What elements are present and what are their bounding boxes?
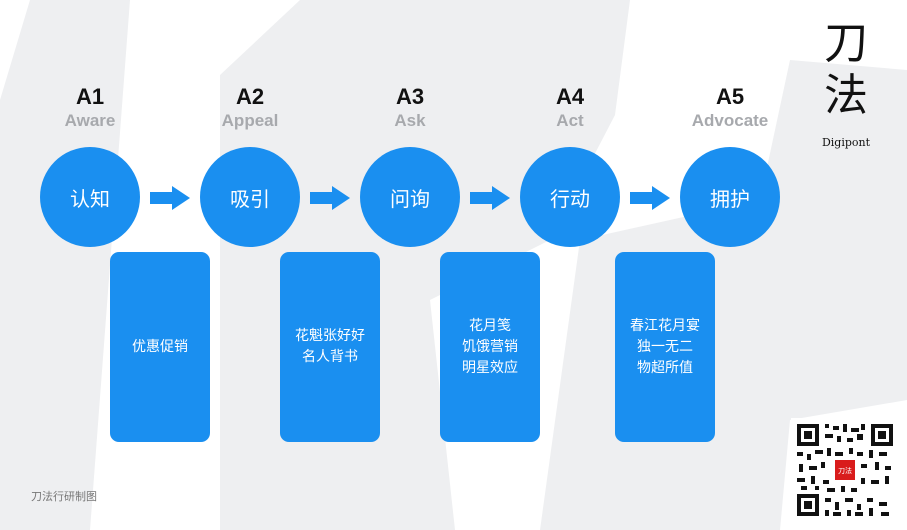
tactic-line: 名人背书 xyxy=(302,349,358,365)
tactic-card-ask: 花月笺 饥饿营销 明星效应 xyxy=(440,252,540,442)
tactic-card-appeal: 花魁张好好 名人背书 xyxy=(280,252,380,442)
arrow-right-icon xyxy=(310,186,350,210)
stage-heading-a2: A2 Appeal xyxy=(190,84,310,132)
stage-circle-aware: 认知 xyxy=(40,147,140,247)
stage-code: A3 xyxy=(395,84,425,109)
stage-circle-appeal: 吸引 xyxy=(200,147,300,247)
stage-name: Act xyxy=(556,111,584,130)
stage-code: A4 xyxy=(555,84,585,109)
stage-name: Advocate xyxy=(691,111,769,130)
brand-logo-line: 法 xyxy=(824,70,868,121)
tactic-line: 明星效应 xyxy=(462,359,518,376)
qr-badge-text: 刀法 xyxy=(838,466,852,475)
stage-name: Appeal xyxy=(221,111,279,130)
stage-heading-a3: A3 Ask xyxy=(350,84,470,132)
footer-credit: 刀法行研制图 xyxy=(31,490,97,503)
tactic-card-act: 春江花月宴 独一无二 物超所值 xyxy=(615,252,715,442)
tactic-line: 优惠促销 xyxy=(132,338,188,355)
stage-heading-a5: A5 Advocate xyxy=(670,84,790,132)
stage-heading-a1: A1 Aware xyxy=(30,84,150,132)
stage-circle-act: 行动 xyxy=(520,147,620,247)
stage-name: Ask xyxy=(394,111,426,130)
brand-logo: 刀 法 xyxy=(818,18,874,122)
stage-circle-ask: 问询 xyxy=(360,147,460,247)
tactic-line: 独一无二 xyxy=(637,338,693,355)
stage-name: Aware xyxy=(64,111,116,130)
tactic-line: 春江花月宴 xyxy=(630,317,700,334)
tactic-card-aware: 优惠促销 xyxy=(110,252,210,442)
stage-circle-advocate: 拥护 xyxy=(680,147,780,247)
stage-code: A2 xyxy=(235,84,265,109)
stage-code: A5 xyxy=(715,84,745,109)
qr-code: 刀法 xyxy=(791,418,899,522)
stage-code: A1 xyxy=(75,84,105,109)
arrow-right-icon xyxy=(150,186,190,210)
arrow-right-icon xyxy=(630,186,670,210)
stage-heading-a4: A4 Act xyxy=(510,84,630,132)
arrow-right-icon xyxy=(470,186,510,210)
tactic-line: 物超所值 xyxy=(637,359,693,376)
tactic-line: 饥饿营销 xyxy=(462,338,518,355)
brand-subtitle: Digipont xyxy=(821,136,871,149)
tactic-line: 花月笺 xyxy=(469,317,511,334)
tactic-line: 花魁张好好 xyxy=(295,328,365,344)
brand-logo-line: 刀 xyxy=(824,18,868,69)
